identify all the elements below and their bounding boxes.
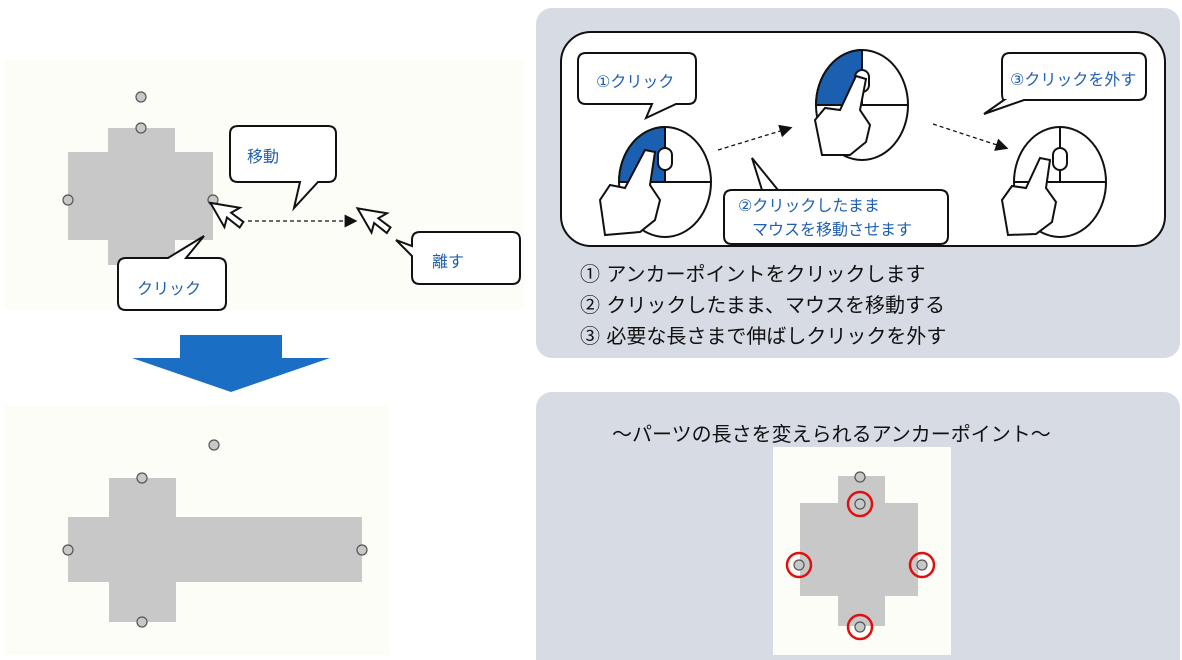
cross-shape-before	[68, 128, 213, 265]
anchor-top-before	[135, 122, 147, 134]
anchor-highlight-left	[785, 551, 813, 579]
callout-move-bubble	[229, 125, 337, 212]
callout-2-text-line1: ②クリックしたまま	[738, 196, 880, 215]
step-3: ③ 必要な長さまで伸ばしクリックを外す	[580, 324, 947, 348]
anchor-right-after	[356, 544, 368, 556]
callout-move-text: 移動	[247, 147, 280, 166]
callout-1-bubble	[577, 52, 697, 121]
callout-3-text: ③クリックを外す	[1010, 70, 1137, 89]
anchor-highlight-right	[908, 551, 936, 579]
rotate-handle-before	[135, 91, 147, 103]
anchor-highlight-bottom	[846, 613, 874, 641]
anchor-highlight-top	[846, 490, 874, 518]
anchor-top-after	[136, 472, 148, 484]
mouse-cursor-start	[208, 201, 245, 230]
anchor-bottom-after	[136, 616, 148, 628]
step-2: ② クリックしたまま、マウスを移動する	[580, 293, 945, 317]
mouse-cursor-end	[355, 207, 392, 236]
callout-3-bubble	[983, 52, 1147, 115]
step-1: ① アンカーポイントをクリックします	[580, 262, 926, 286]
cross-shape-after	[68, 478, 362, 622]
mouse-1-icon	[598, 125, 712, 238]
callout-click-text: クリック	[137, 279, 202, 298]
anchor-cross-shape	[800, 476, 918, 626]
callout-2-text-line2: マウスを移動させます	[752, 220, 913, 239]
anchor-rotate-handle	[854, 471, 866, 483]
down-arrow	[132, 335, 330, 392]
anchor-left-after	[62, 544, 74, 556]
callout-release-bubble	[395, 231, 521, 285]
step-arrow-2	[932, 123, 1009, 151]
callout-1-text: ①クリック	[596, 72, 675, 91]
anchor-left-before	[62, 194, 74, 206]
step-arrow-1	[717, 124, 793, 151]
mouse-2-icon	[813, 48, 909, 161]
mouse-3-icon	[1000, 126, 1107, 238]
callout-click-bubble	[117, 235, 227, 311]
callout-release-text: 離す	[432, 252, 465, 271]
callout-2-bubble	[723, 157, 949, 245]
anchor-panel-title: ～パーツの長さを変えられるアンカーポイント～	[612, 422, 1051, 446]
rotate-handle-after	[208, 439, 220, 451]
